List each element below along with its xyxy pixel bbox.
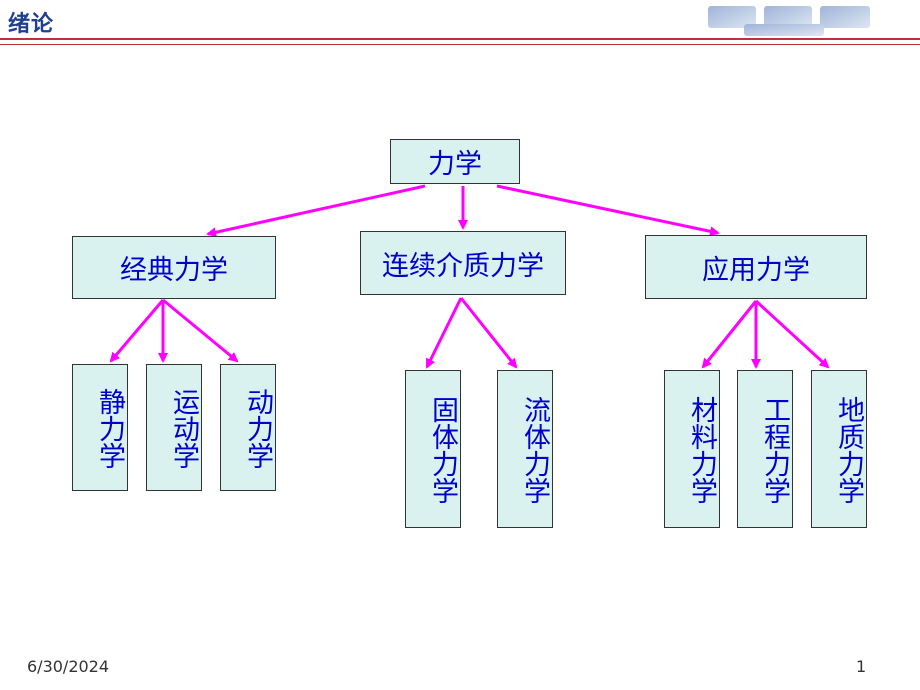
header-rule-thin	[0, 44, 920, 45]
leaf-geomechanics: 地质力学	[811, 370, 867, 528]
leaf-material-mechanics: 材料力学	[664, 370, 720, 528]
header-rule	[0, 38, 920, 40]
arrow-applied-to-material	[701, 300, 758, 369]
page-number: 1	[856, 657, 867, 676]
logo-decoration	[708, 6, 870, 36]
arrow-applied-to-geo	[754, 299, 830, 369]
node-root: 力学	[390, 139, 520, 184]
slide-title: 绪论	[8, 12, 55, 37]
footer-date: 6/30/2024	[27, 657, 110, 676]
leaf-fluid-mechanics: 流体力学	[497, 370, 553, 528]
node-applied-mechanics: 应用力学	[645, 235, 867, 299]
node-continuum-mechanics: 连续介质力学	[360, 231, 566, 295]
arrow-classical-to-statics	[109, 299, 165, 363]
arrow-classical-to-dynamics	[162, 298, 239, 363]
leaf-engineering-mechanics: 工程力学	[737, 370, 793, 528]
arrow-root-to-classical	[206, 184, 426, 238]
leaf-dynamics: 动力学	[220, 364, 276, 491]
arrow-continuum-to-solid	[425, 297, 463, 369]
arrow-root-to-applied	[496, 184, 720, 237]
leaf-kinematics: 运动学	[146, 364, 202, 491]
node-classical-mechanics: 经典力学	[72, 236, 276, 299]
leaf-statics: 静力学	[72, 364, 128, 491]
arrow-continuum-to-fluid	[459, 297, 518, 369]
leaf-solid-mechanics: 固体力学	[405, 370, 461, 528]
